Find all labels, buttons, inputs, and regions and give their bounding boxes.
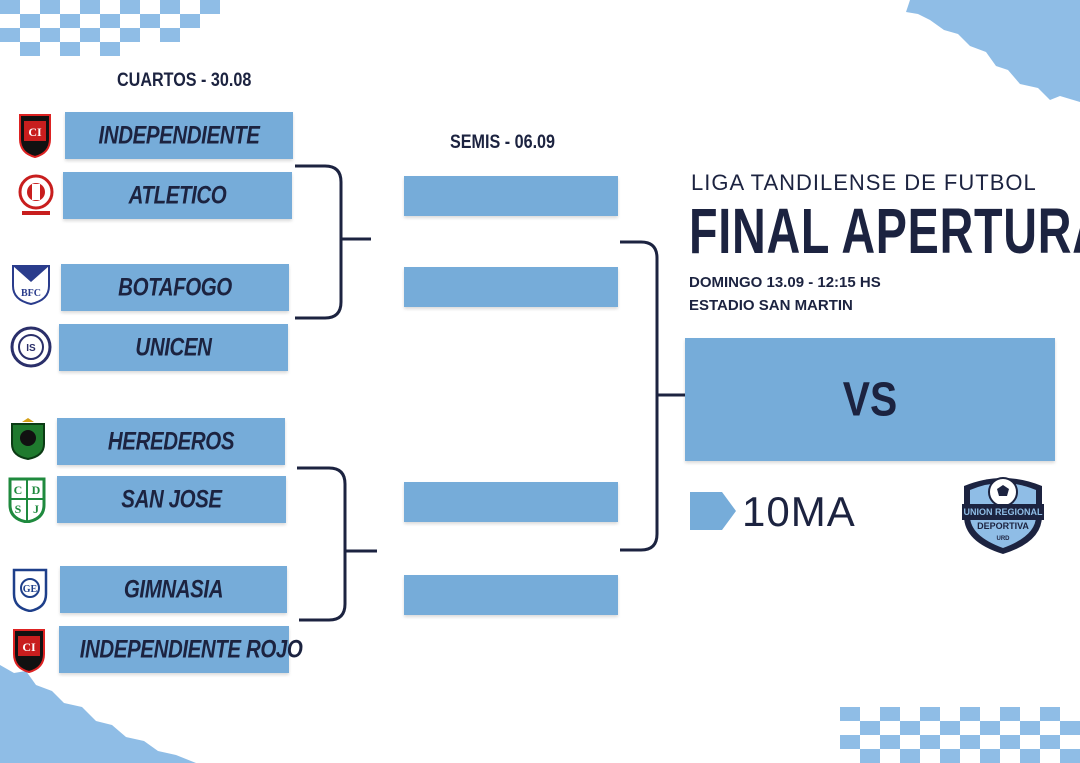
atletico-crest-icon [18, 174, 54, 215]
independiente-rojo-crest-icon: CI [13, 629, 45, 674]
team-box-san-jose[interactable]: SAN JOSE [57, 476, 286, 523]
org-name-line2: DEPORTIVA [977, 521, 1029, 531]
edition-number: 10MA [742, 488, 856, 535]
team-name: UNICEN [135, 333, 212, 361]
vs-label: VS [842, 373, 898, 426]
herederos-crest-icon [11, 418, 45, 460]
soccer-ball-shield-icon: UNION REGIONAL DEPORTIVA URD [962, 477, 1044, 554]
league-name: LIGA TANDILENSE DE FUTBOL [691, 170, 1037, 195]
team-box-independiente[interactable]: INDEPENDIENTE [65, 112, 293, 159]
unicen-crest-icon: IS [10, 326, 52, 368]
checker-pattern-bottom-right [840, 707, 1080, 763]
semi-slot-2[interactable] [404, 267, 618, 307]
semi-slot-3[interactable] [404, 482, 618, 522]
semis-title: SEMIS - 06.09 [450, 132, 556, 153]
team-name: INDEPENDIENTE [98, 121, 260, 149]
final-title: FINAL APERTURA [689, 195, 1080, 267]
gimnasia-crest-icon: GE [12, 568, 48, 612]
independiente-crest-icon: CI [19, 114, 51, 159]
checker-pattern-top-left [0, 0, 220, 56]
svg-text:IS: IS [26, 343, 36, 354]
team-box-botafogo[interactable]: BOTAFOGO [61, 264, 289, 311]
svg-text:C: C [14, 483, 23, 497]
team-name: SAN JOSE [121, 485, 222, 513]
team-name: GIMNASIA [123, 575, 224, 603]
match-venue: ESTADIO SAN MARTIN [689, 297, 853, 314]
botafogo-crest-icon: BFC [12, 265, 50, 306]
team-box-atletico[interactable]: ATLETICO [63, 172, 292, 219]
svg-text:J: J [33, 502, 39, 516]
team-box-gimnasia[interactable]: GIMNASIA [60, 566, 287, 613]
team-box-unicen[interactable]: UNICEN [59, 324, 288, 371]
semi-slot-4[interactable] [404, 575, 618, 615]
team-name: ATLETICO [128, 181, 227, 209]
final-vs-box[interactable]: VS [685, 338, 1055, 461]
svg-text:D: D [32, 483, 41, 497]
svg-text:BFC: BFC [21, 288, 41, 299]
svg-text:CI: CI [28, 125, 42, 139]
match-date: DOMINGO 13.09 - 12:15 HS [689, 274, 881, 291]
team-name: INDEPENDIENTE ROJO [79, 635, 303, 663]
quarters-title: CUARTOS - 30.08 [117, 70, 252, 91]
torn-paper-top-right [906, 0, 1080, 102]
team-name: BOTAFOGO [118, 273, 232, 301]
team-box-herederos[interactable]: HEREDEROS [57, 418, 285, 465]
svg-text:S: S [15, 502, 22, 516]
san-jose-crest-icon: C D S J [8, 477, 46, 523]
svg-text:GE: GE [23, 584, 38, 595]
svg-text:CI: CI [22, 640, 36, 654]
arrow-icon [690, 492, 736, 530]
semi-slot-1[interactable] [404, 176, 618, 216]
org-abbrev: URD [997, 536, 1011, 542]
team-box-independiente-rojo[interactable]: INDEPENDIENTE ROJO [59, 626, 303, 673]
team-name: HEREDEROS [107, 427, 235, 455]
org-name-line1: UNION REGIONAL [963, 507, 1043, 517]
torn-paper-bottom-left [0, 665, 196, 763]
